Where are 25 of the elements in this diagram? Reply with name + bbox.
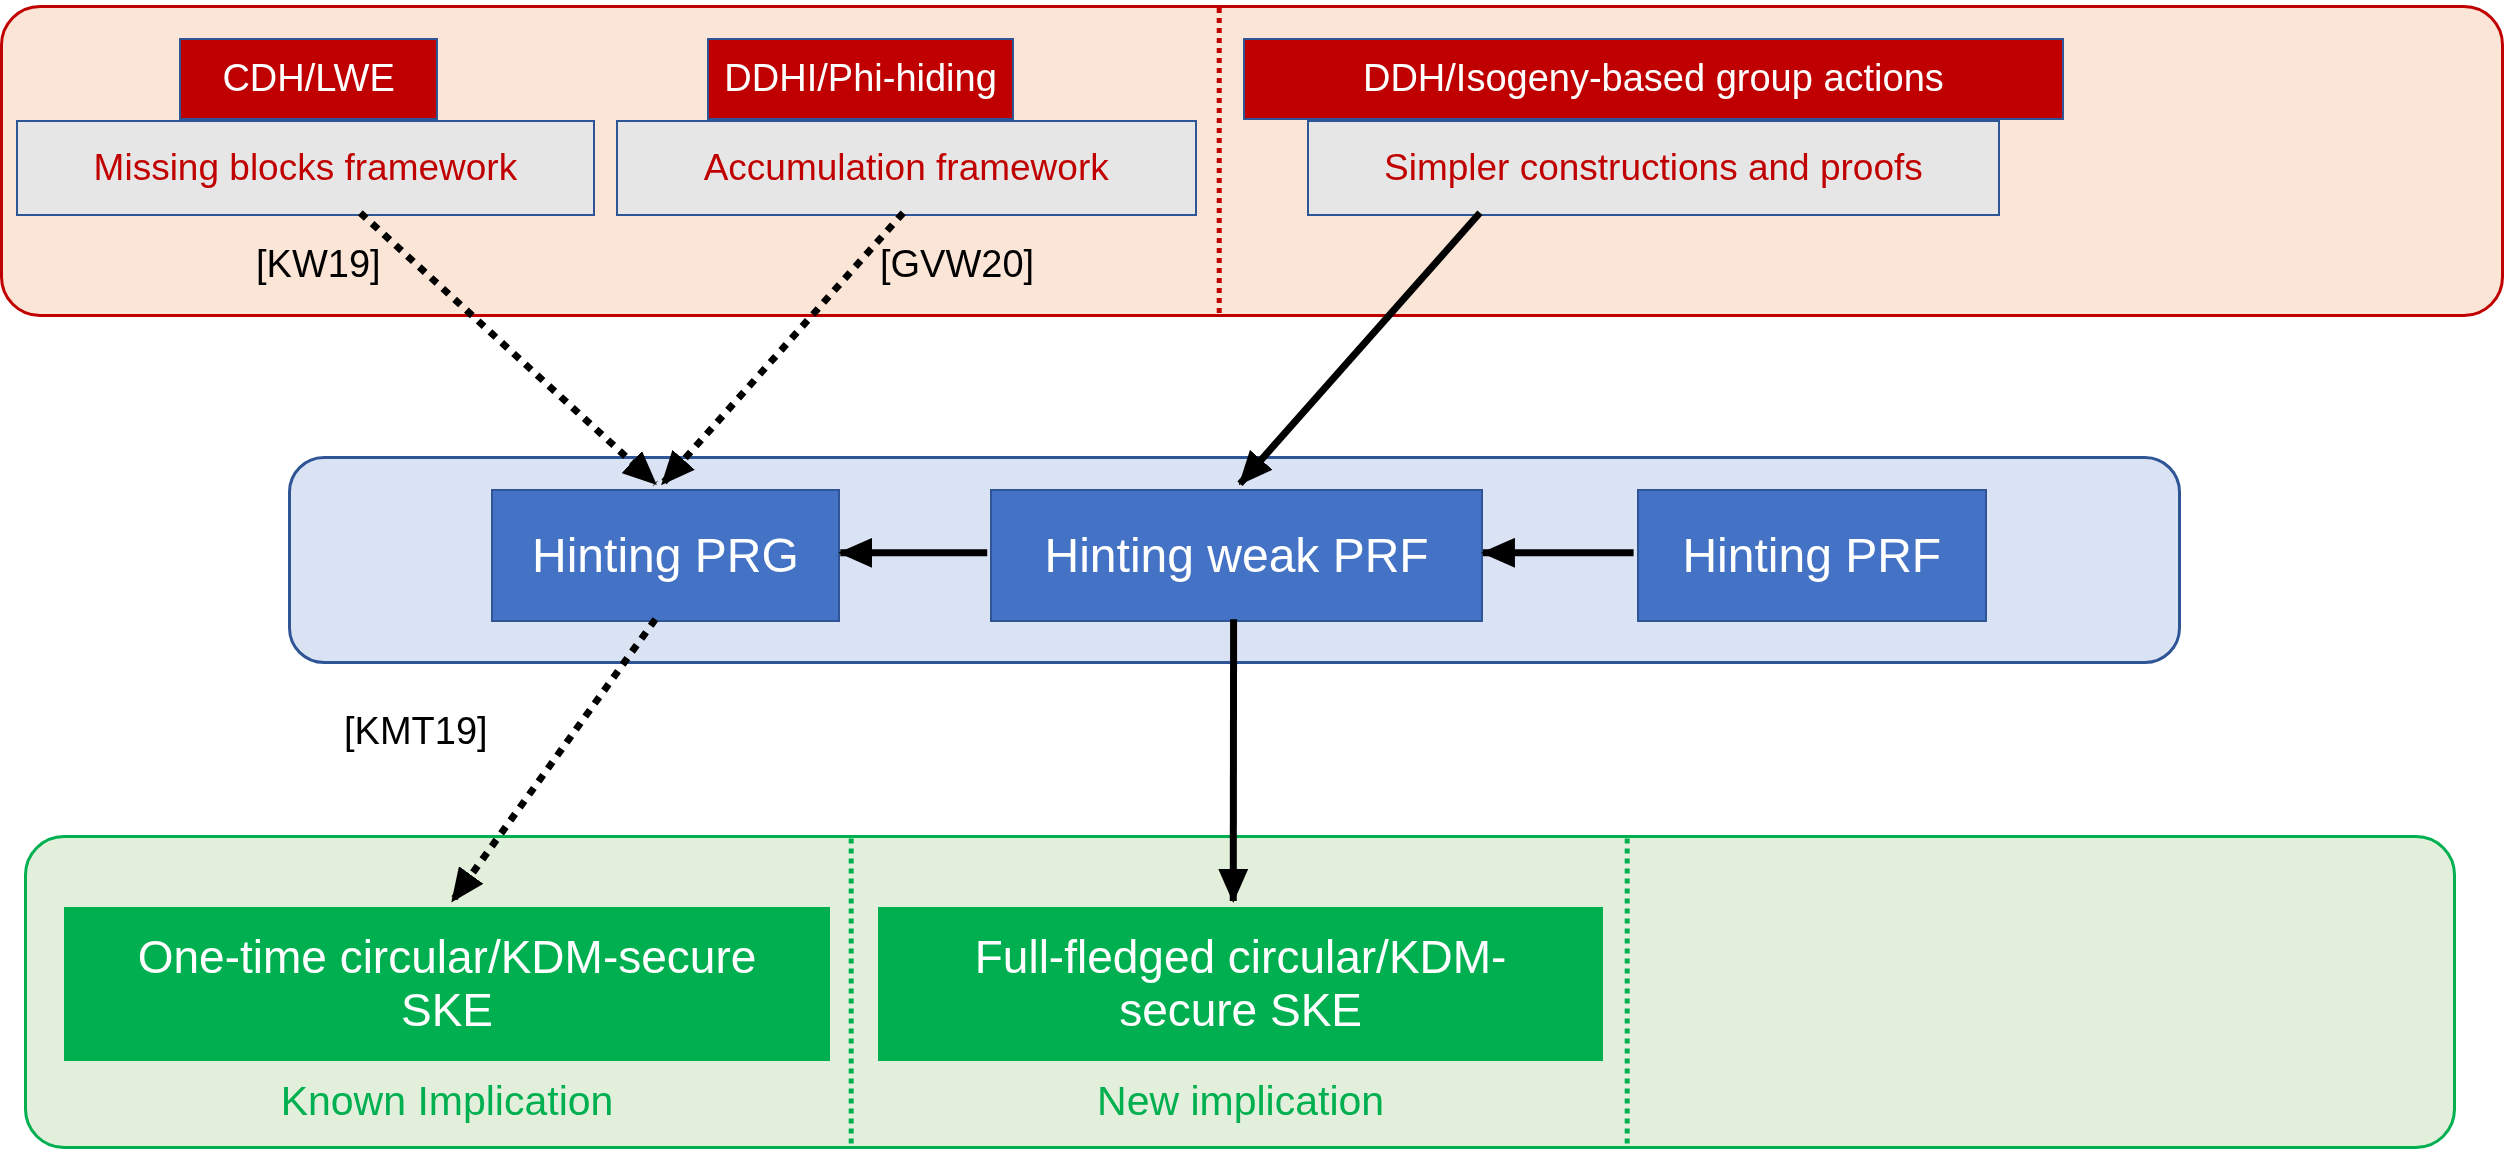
- primitive-box: Hinting PRG: [491, 489, 840, 623]
- arrow: [449, 617, 659, 903]
- arrow: [659, 210, 906, 487]
- arrow: [838, 537, 988, 568]
- citation-label: [KW19]: [256, 243, 381, 287]
- group-panel: [288, 456, 2181, 664]
- framework-box: Simpler constructions and proofs: [1307, 119, 2000, 216]
- citation-label: [GVW20]: [880, 243, 1035, 287]
- implication-caption: New implication: [1096, 1078, 1386, 1126]
- scheme-box: Full-fledged circular/KDM-secure SKE: [878, 907, 1603, 1061]
- primitive-box: Hinting PRF: [1636, 489, 1987, 623]
- framework-box: Accumulation framework: [615, 119, 1197, 216]
- group-panel: [24, 835, 2456, 1149]
- arrow: [357, 210, 658, 487]
- assumption-box: CDH/LWE: [179, 38, 439, 120]
- implication-caption: Known Implication: [279, 1078, 615, 1126]
- framework-box: Missing blocks framework: [15, 119, 595, 216]
- primitive-box: Hinting weak PRF: [990, 489, 1483, 623]
- scheme-box: One-time circular/KDM-secure SKE: [63, 907, 831, 1061]
- citation-label: [KMT19]: [344, 710, 488, 754]
- arrow: [1237, 210, 1483, 487]
- assumption-box: DDHI/Phi-hiding: [707, 38, 1015, 120]
- group-panel: [0, 4, 2504, 317]
- assumption-box: DDH/Isogeny-based group actions: [1243, 38, 2064, 120]
- arrow: [1218, 619, 1249, 903]
